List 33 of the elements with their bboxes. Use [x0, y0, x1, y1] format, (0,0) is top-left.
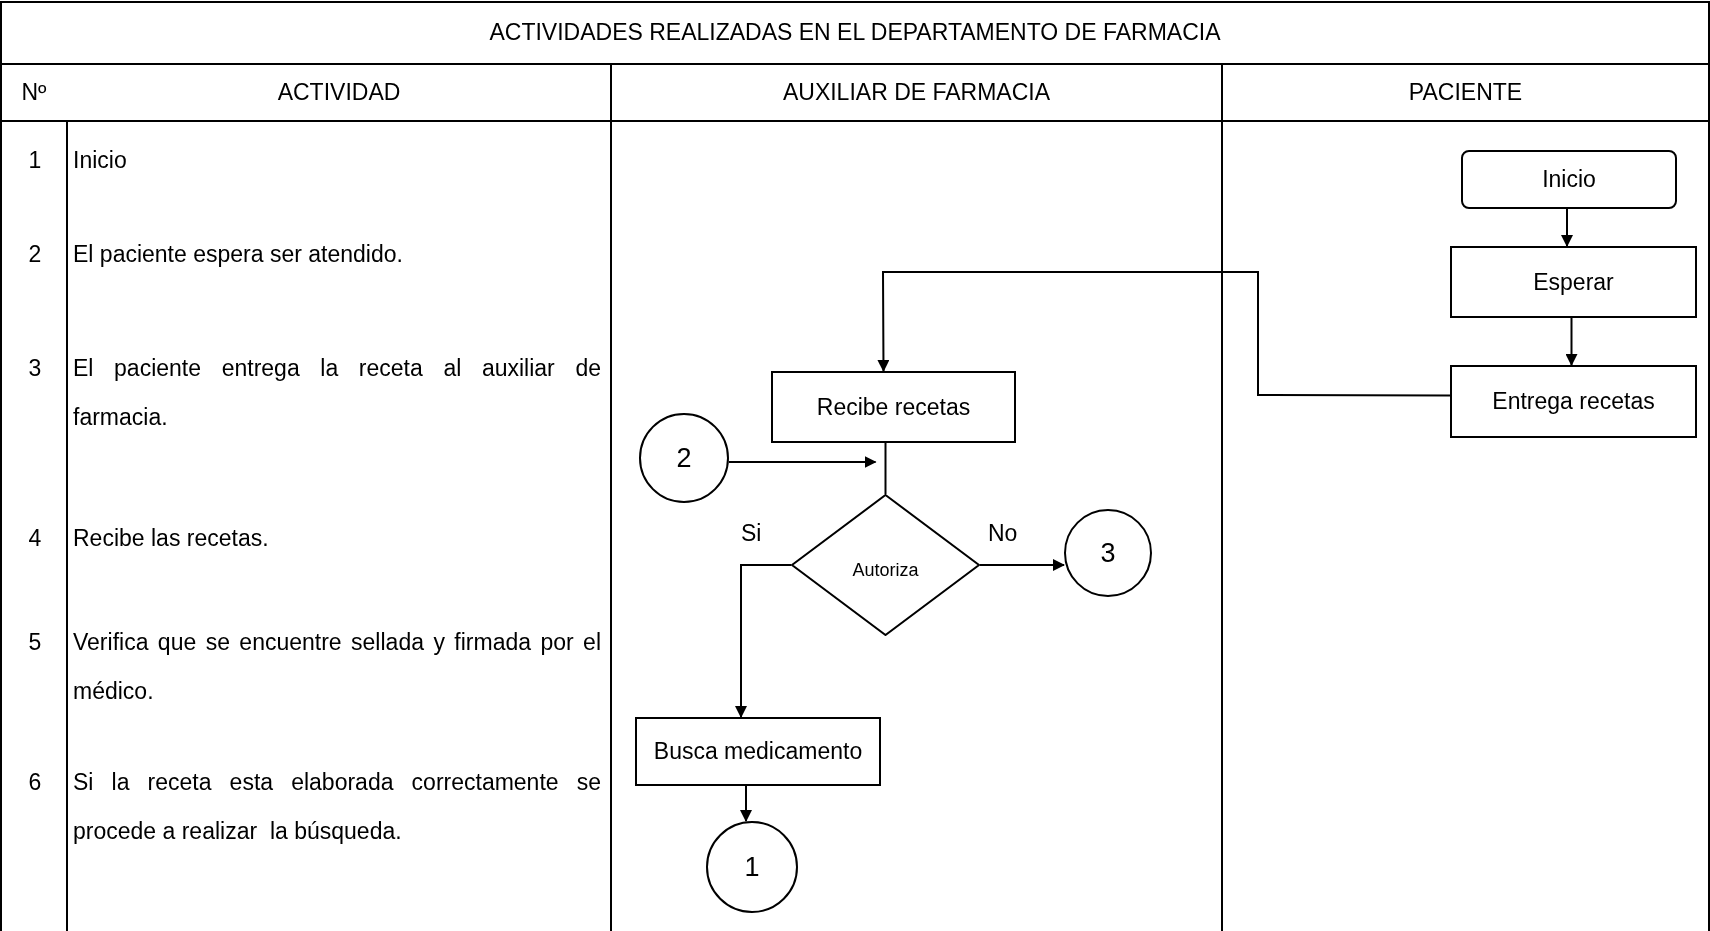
arrow [735, 564, 792, 718]
step-description: El paciente espera ser atendido. [73, 240, 404, 269]
arrow [979, 559, 1065, 571]
arrow [740, 785, 752, 822]
column-header: Nº [20, 78, 48, 107]
process-box: Recibe recetas [771, 371, 1016, 443]
step-description: El paciente entrega la receta al auxiliar de farmacia. [73, 354, 601, 432]
arrow [728, 456, 877, 468]
step-description: Recibe las recetas. [73, 524, 270, 553]
step-number: 3 [27, 354, 43, 383]
step-number: 2 [27, 240, 43, 269]
column-header: AUXILIAR DE FARMACIA [781, 78, 1052, 107]
start-terminal: Inicio [1461, 150, 1677, 209]
step-number: 6 [27, 768, 43, 797]
step-description: Verifica que se encuentre sellada y firmada por el médico. [73, 628, 601, 706]
arrow [877, 271, 1451, 397]
connector-circle: 1 [706, 821, 798, 913]
step-description: Inicio [73, 146, 128, 175]
process-box: Busca medicamento [635, 717, 881, 786]
table-title: ACTIVIDADES REALIZADAS EN EL DEPARTAMENTO DE FARMACIA [488, 18, 1222, 47]
step-number: 4 [27, 524, 43, 553]
step-number: 1 [27, 146, 43, 175]
arrow [1561, 208, 1573, 247]
process-box: Esperar [1450, 246, 1697, 318]
step-number: 5 [27, 628, 43, 657]
process-box: Entrega recetas [1450, 365, 1697, 438]
arrow [1565, 317, 1578, 366]
decision-diamond: Autoriza [791, 494, 980, 636]
step-description: Si la receta esta elaborada correctamente se procede a realizar la búsqueda. [73, 768, 601, 846]
column-header: PACIENTE [1407, 78, 1524, 107]
connector-circle: 3 [1064, 509, 1152, 597]
column-header: ACTIVIDAD [276, 78, 402, 107]
connector-circle: 2 [639, 413, 729, 503]
